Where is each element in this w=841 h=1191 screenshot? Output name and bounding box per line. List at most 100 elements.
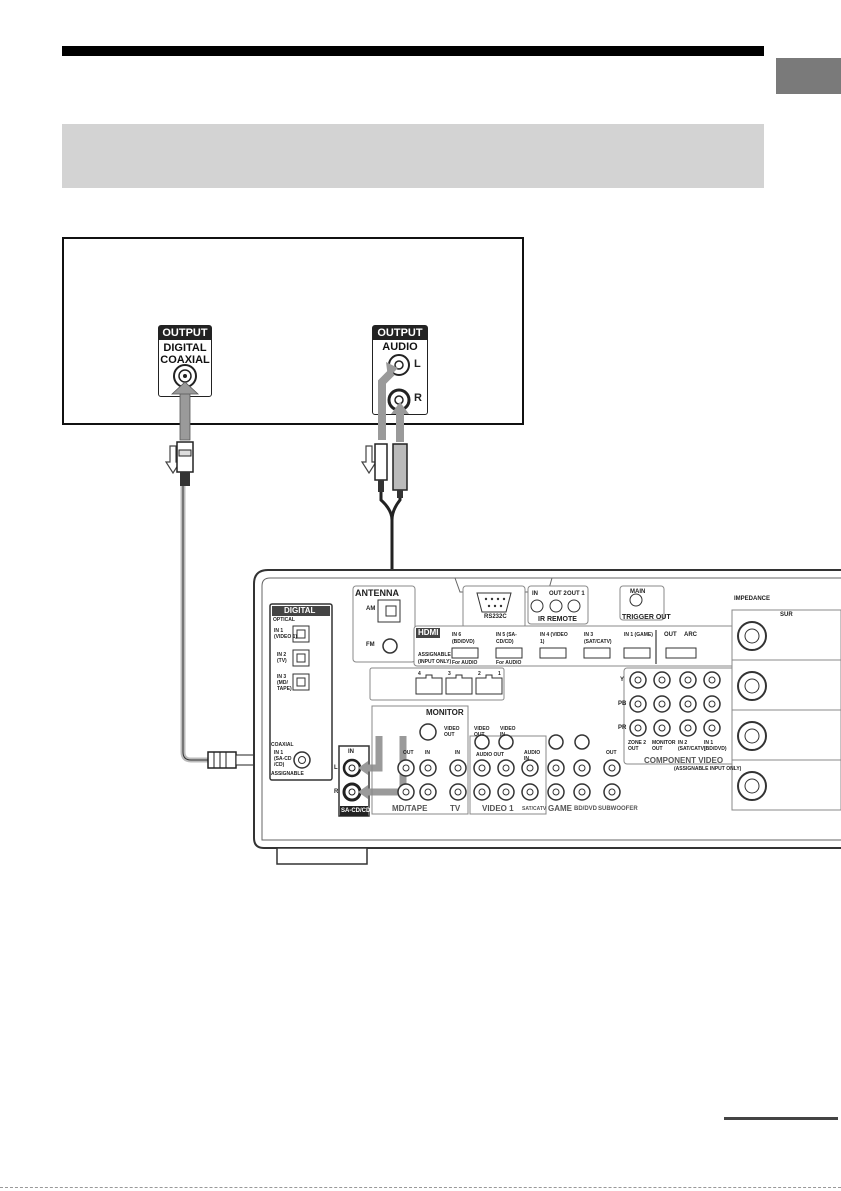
component-monitor-line1: MONITOR bbox=[652, 740, 676, 746]
satcatv-audio-in-label: AUDIO IN bbox=[524, 750, 540, 762]
coaxial-label: COAXIAL bbox=[271, 742, 294, 748]
digital-output-header: OUTPUT bbox=[159, 326, 211, 340]
group-game: GAME bbox=[548, 804, 572, 813]
section-banner bbox=[62, 124, 764, 188]
audio-insert-arrows bbox=[378, 362, 409, 442]
hdmi-in3-label: IN 3 (SAT/CATV) bbox=[584, 632, 612, 645]
mdtape-out-label: OUT bbox=[403, 750, 414, 756]
optical-in1-name: IN 1 bbox=[274, 628, 284, 634]
optical-in2-label: IN 2 (TV) bbox=[277, 652, 287, 664]
network-port-4: 4 bbox=[418, 671, 421, 677]
hdmi-in1-label: IN 1 (GAME) bbox=[624, 632, 653, 638]
component-in1-label: IN 1 (BD/DVD) bbox=[704, 740, 727, 752]
trigger-out-title: TRIGGER OUT bbox=[622, 614, 671, 621]
av-jack-centers bbox=[402, 764, 616, 796]
video1-audio-out-label: AUDIO OUT bbox=[476, 752, 505, 758]
monitor-video-out-label: VIDEO OUT bbox=[444, 726, 460, 738]
coaxial-in-name: IN 1 bbox=[274, 750, 284, 756]
sacd-in-label: IN bbox=[348, 749, 354, 755]
audio-output-header: OUTPUT bbox=[373, 326, 427, 340]
component-y-label: Y bbox=[620, 677, 625, 683]
header-rule bbox=[62, 46, 764, 56]
ir-out1-label: OUT 1 bbox=[567, 591, 585, 597]
network-port-1: 1 bbox=[498, 671, 501, 677]
component-monitor-line2: OUT bbox=[652, 746, 663, 752]
antenna-am-label: AM bbox=[366, 606, 376, 612]
audio-output-label: AUDIO bbox=[382, 341, 418, 353]
hdmi-in5-label: IN 5 (SA-CD/CD) bbox=[496, 632, 517, 645]
video1-video-in-line1: VIDEO bbox=[500, 726, 516, 732]
optical-label: OPTICAL bbox=[273, 617, 295, 623]
optical-in2-name: IN 2 bbox=[277, 652, 287, 658]
component-in1-line1: IN 1 bbox=[704, 740, 714, 746]
antenna-section bbox=[352, 585, 416, 663]
audio-r-output-jack bbox=[387, 388, 411, 412]
ir-in-label: IN bbox=[532, 591, 538, 597]
component-assignable: (ASSIGNABLE INPUT ONLY) bbox=[674, 766, 742, 772]
sacd-input-jacks bbox=[338, 745, 370, 817]
sacd-r-label: R bbox=[334, 789, 339, 795]
component-pb-label: PB bbox=[618, 701, 627, 707]
trigger-out-jack bbox=[619, 585, 665, 621]
component-monitor-label: MONITOR OUT bbox=[652, 740, 676, 752]
impedance-label: IMPEDANCE bbox=[734, 596, 771, 602]
satcatv-audio-in-line2: IN bbox=[524, 756, 529, 762]
rs232c-port bbox=[462, 585, 526, 629]
hdmi-out-label: OUT bbox=[664, 632, 677, 638]
optical-in1-label: IN 1 (VIDEO 1) bbox=[274, 628, 297, 640]
component-in1-line2: (BD/DVD) bbox=[704, 746, 727, 752]
mdtape-in-label: IN bbox=[425, 750, 430, 756]
coaxial-in-label: IN 1 (SA-CD /CD) bbox=[274, 750, 292, 768]
video1-video-in-line2: IN bbox=[500, 732, 505, 738]
optical-in3-source-2: TAPE) bbox=[277, 686, 292, 692]
continued-rule bbox=[724, 1117, 838, 1120]
antenna-fm-label: FM bbox=[366, 642, 375, 648]
digital-panel-title: DIGITAL bbox=[284, 606, 316, 615]
video1-video-out-line1: VIDEO bbox=[474, 726, 490, 732]
digital-output-line1: DIGITAL bbox=[163, 342, 207, 354]
hdmi-arc-label: ARC bbox=[684, 632, 697, 638]
video1-video-in-label: VIDEO IN bbox=[500, 726, 516, 738]
component-pr-label: PR bbox=[618, 725, 627, 731]
group-mdtape: MD/TAPE bbox=[392, 804, 428, 813]
digital-output-line2: COAXIAL bbox=[160, 354, 210, 366]
component-video-title: COMPONENT VIDEO bbox=[644, 756, 724, 765]
network-ports bbox=[369, 667, 505, 701]
group-satcatv: SAT/CATV bbox=[522, 806, 547, 812]
network-port-3: 3 bbox=[448, 671, 451, 677]
group-tv: TV bbox=[450, 804, 461, 813]
sacd-l-label: L bbox=[334, 765, 338, 771]
optical-in2-source: (TV) bbox=[277, 658, 287, 664]
ir-remote-title: IR REMOTE bbox=[538, 616, 577, 623]
ir-out2-label: OUT 2 bbox=[549, 591, 567, 597]
optical-in1-source: (VIDEO 1) bbox=[274, 634, 298, 640]
subwoofer-out-label: OUT bbox=[606, 750, 617, 756]
component-zone2-line2: OUT bbox=[628, 746, 639, 752]
coaxial-assignable: ASSIGNABLE bbox=[271, 771, 304, 777]
hdmi-audio-note-1: For AUDIO bbox=[452, 660, 478, 666]
trigger-main-label: MAIN bbox=[630, 589, 646, 595]
video1-video-out-line2: OUT bbox=[474, 732, 485, 738]
video1-video-out-label: VIDEO OUT bbox=[474, 726, 490, 738]
sacd-label: SA-CD/CD bbox=[341, 808, 371, 814]
coaxial-insert-arrow bbox=[170, 381, 200, 441]
satcatv-audio-in-line1: AUDIO bbox=[524, 750, 541, 756]
group-subwoofer: SUBWOOFER bbox=[598, 806, 638, 812]
monitor-video-out-line1: VIDEO bbox=[444, 726, 460, 732]
component-in2-line1: IN 2 bbox=[678, 740, 688, 746]
tv-in-label: IN bbox=[455, 750, 460, 756]
audio-right-label: R bbox=[414, 392, 422, 404]
group-bddvd: BD/DVD bbox=[574, 806, 598, 812]
hdmi-audio-note-2: For AUDIO bbox=[496, 660, 522, 666]
ir-remote-jacks bbox=[527, 585, 589, 625]
hdmi-title: HDMI bbox=[418, 628, 439, 637]
hdmi-in6-label: IN 6 (BD/DVD) bbox=[452, 632, 475, 645]
network-port-2: 2 bbox=[478, 671, 481, 677]
optical-in3-label: IN 3 (MD/ TAPE) bbox=[277, 674, 292, 692]
section-tab bbox=[776, 58, 841, 94]
component-in2-label: IN 2 (SAT/CATV) bbox=[678, 740, 706, 752]
digital-input-panel bbox=[269, 603, 333, 781]
surround-label: SUR bbox=[780, 612, 793, 618]
coaxial-cable bbox=[176, 441, 300, 769]
